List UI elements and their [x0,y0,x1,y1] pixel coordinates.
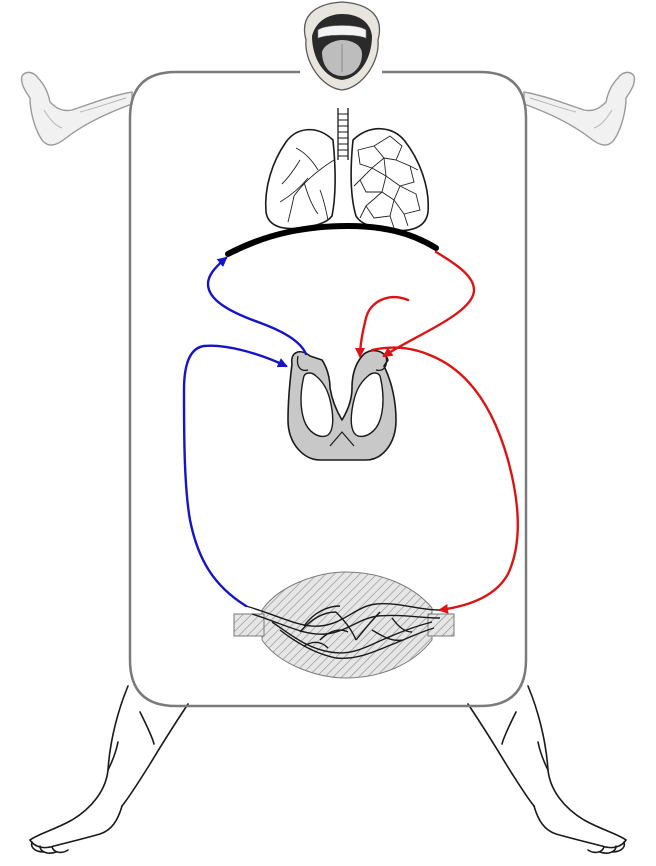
heart [288,351,396,460]
left-leg [30,686,188,853]
aorta-arrow [372,348,518,610]
mouth [305,2,380,90]
pulmonary-vein-arrow [384,252,474,356]
right-lung [351,129,428,231]
left-lung [266,130,335,229]
vena-cava-arrow [184,346,286,606]
lungs [266,108,429,230]
pulmonary-artery-arrow [208,258,306,354]
left-arm [22,72,132,145]
right-arm [524,72,634,145]
trachea [338,108,348,160]
capillary-tissue [234,572,454,678]
right-leg [468,686,626,853]
legs [30,686,626,853]
